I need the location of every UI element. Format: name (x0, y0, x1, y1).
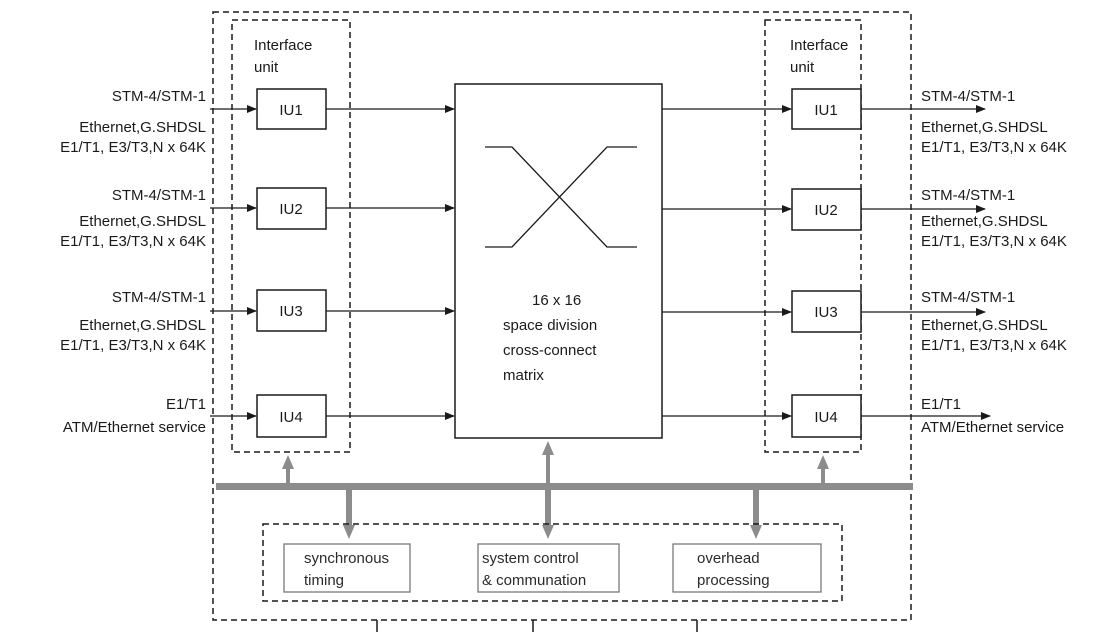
left-interface-title-1: Interface (254, 37, 312, 54)
left-iu4-label: IU4 (279, 409, 302, 426)
left-iu2-box (256, 187, 327, 230)
left-input-3-line1: STM-4/STM-1 (112, 289, 206, 306)
system-control-line2: & communation (482, 572, 586, 589)
overhead-processing-line1: overhead (697, 550, 760, 567)
matrix-label-2: space division (503, 317, 597, 334)
right-iu1-label: IU1 (814, 102, 837, 119)
left-input-1-line3: E1/T1, E3/T3,N x 64K (60, 139, 206, 156)
outer-frame (212, 11, 912, 621)
right-output-4-line1: E1/T1 (921, 396, 961, 413)
right-output-2-line3: E1/T1, E3/T3,N x 64K (921, 233, 1067, 250)
left-input-4-line1: E1/T1 (166, 396, 206, 413)
left-input-3-line2: Ethernet,G.SHDSL (79, 317, 206, 334)
system-control-box (477, 543, 620, 593)
left-input-1-line2: Ethernet,G.SHDSL (79, 119, 206, 136)
right-interface-title-2: unit (790, 59, 815, 76)
right-iu3-label: IU3 (814, 304, 837, 321)
left-input-4-line2: ATM/Ethernet service (63, 419, 206, 436)
right-iu4-label: IU4 (814, 409, 837, 426)
left-input-2-line2: Ethernet,G.SHDSL (79, 213, 206, 230)
system-control-line1: system control (482, 550, 579, 567)
right-output-1-line2: Ethernet,G.SHDSL (921, 119, 1048, 136)
right-output-3-line3: E1/T1, E3/T3,N x 64K (921, 337, 1067, 354)
matrix-label-4: matrix (503, 367, 544, 384)
left-input-2-line1: STM-4/STM-1 (112, 187, 206, 204)
right-interface-title-1: Interface (790, 37, 848, 54)
right-output-2-line2: Ethernet,G.SHDSL (921, 213, 1048, 230)
left-iu3-label: IU3 (279, 303, 302, 320)
left-iu3-box (256, 289, 327, 332)
left-input-2-line3: E1/T1, E3/T3,N x 64K (60, 233, 206, 250)
right-iu2-label: IU2 (814, 202, 837, 219)
synchronous-timing-line1: synchronous (304, 550, 389, 567)
right-output-1-line3: E1/T1, E3/T3,N x 64K (921, 139, 1067, 156)
left-input-1-line1: STM-4/STM-1 (112, 88, 206, 105)
right-iu4-box (791, 394, 862, 438)
left-iu2-label: IU2 (279, 201, 302, 218)
cross-connect-matrix-box (454, 83, 663, 439)
support-functions-frame (262, 523, 843, 602)
left-iu1-box (256, 88, 327, 130)
crossover-icon (485, 146, 637, 248)
right-output-1-line1: STM-4/STM-1 (921, 88, 1015, 105)
left-interface-frame (231, 19, 351, 453)
left-interface-title-2: unit (254, 59, 279, 76)
right-interface-frame (764, 19, 862, 453)
matrix-label-1: 16 x 16 (532, 292, 581, 309)
synchronous-timing-line2: timing (304, 572, 344, 589)
right-output-2-line1: STM-4/STM-1 (921, 187, 1015, 204)
overhead-processing-line2: processing (697, 572, 770, 589)
overhead-processing-box (672, 543, 822, 593)
left-input-3-line3: E1/T1, E3/T3,N x 64K (60, 337, 206, 354)
right-output-3-line1: STM-4/STM-1 (921, 289, 1015, 306)
right-output-4-line2: ATM/Ethernet service (921, 419, 1064, 436)
synchronous-timing-box (283, 543, 411, 593)
matrix-label-3: cross-connect (503, 342, 597, 359)
left-iu1-label: IU1 (279, 102, 302, 119)
right-iu3-box (791, 290, 862, 333)
right-output-3-line2: Ethernet,G.SHDSL (921, 317, 1048, 334)
system-bus (216, 483, 913, 490)
